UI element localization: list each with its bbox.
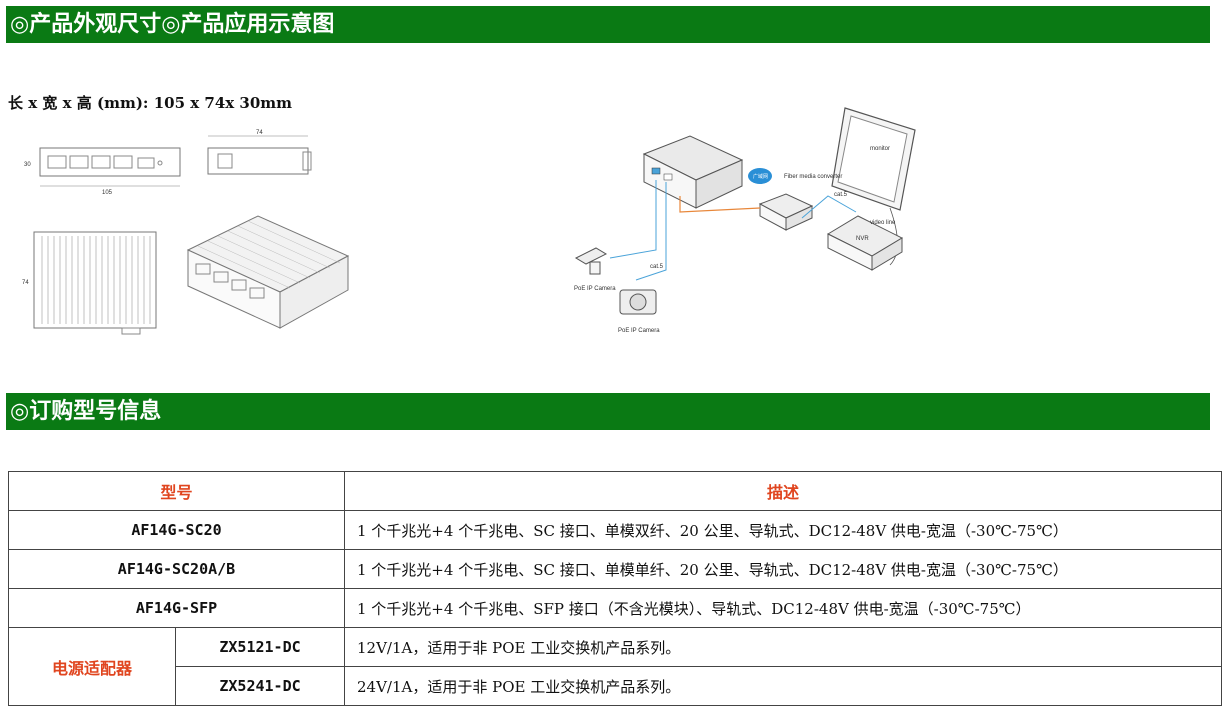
ordering-table: 型号 描述 AF14G-SC20 1 个千兆光+4 个千兆电、SC 接口、单模双… — [8, 471, 1222, 706]
description-cell: 24V/1A，适用于非 POE 工业交换机产品系列。 — [344, 666, 1222, 706]
width-label: 74 — [256, 130, 263, 136]
monitor-icon: monitor — [831, 107, 916, 266]
isometric-drawing — [186, 215, 350, 329]
switch-icon — [642, 135, 744, 209]
model-cell: AF14G-SC20 — [8, 510, 345, 550]
model-cell: ZX5241-DC — [175, 666, 345, 706]
fiber-converter-label: Fiber media converter — [784, 174, 842, 180]
model-cell: AF14G-SC20A/B — [8, 549, 345, 589]
length-label: 105 — [102, 190, 113, 196]
model-cell: ZX5121-DC — [175, 627, 345, 667]
power-adapter-label: 电源适配器 — [8, 627, 176, 706]
dimension-drawings: 105 30 74 74 — [22, 130, 350, 335]
table-header-row: 型号 描述 — [8, 471, 1222, 511]
cloud-label: 广域网 — [753, 173, 768, 180]
side-view-drawing: 74 — [207, 130, 312, 175]
ptz-camera-icon: PoE IP Camera — [574, 247, 616, 292]
top-view-drawing: 74 — [22, 231, 157, 335]
dimensions-text: 长 x 宽 x 高 (mm): 105 x 74x 30mm — [8, 94, 293, 112]
table-row: AF14G-SC20A/B 1 个千兆光+4 个千兆电、SC 接口、单模单纤、2… — [8, 549, 1222, 589]
header-model: 型号 — [8, 471, 345, 511]
table-row: 电源适配器 ZX5121-DC 12V/1A，适用于非 POE 工业交换机产品系… — [8, 627, 1222, 706]
height-label: 30 — [24, 162, 31, 168]
model-cell: AF14G-SFP — [8, 588, 345, 628]
cat5-upper-label: cat.5 — [834, 192, 848, 198]
ordering-section-banner: ◎订购型号信息 — [6, 393, 1210, 430]
video-line-label: video line — [870, 220, 896, 226]
table-row: AF14G-SC20 1 个千兆光+4 个千兆电、SC 接口、单模双纤、20 公… — [8, 510, 1222, 550]
front-view-drawing: 105 30 — [24, 147, 181, 196]
description-cell: 1 个千兆光+4 个千兆电、SFP 接口（不含光模块）、导轨式、DC12-48V… — [344, 588, 1222, 628]
cat5-lower-label: cat.5 — [650, 264, 664, 270]
camera2-label: PoE IP Camera — [618, 328, 660, 334]
fiber-converter-icon: Fiber media converter — [758, 174, 842, 231]
description-cell: 1 个千兆光+4 个千兆电、SC 接口、单模单纤、20 公里、导轨式、DC12-… — [344, 549, 1222, 589]
depth-label: 74 — [22, 280, 29, 286]
header-description: 描述 — [344, 471, 1222, 511]
application-diagram: monitor 广域网 Fiber media converter NVR ca… — [574, 107, 916, 334]
cloud-icon: 广域网 — [748, 168, 772, 184]
camera1-label: PoE IP Camera — [574, 286, 616, 292]
table-row: ZX5241-DC 24V/1A，适用于非 POE 工业交换机产品系列。 — [9, 666, 1222, 706]
table-row: AF14G-SFP 1 个千兆光+4 个千兆电、SFP 接口（不含光模块）、导轨… — [8, 588, 1222, 628]
description-cell: 1 个千兆光+4 个千兆电、SC 接口、单模双纤、20 公里、导轨式、DC12-… — [344, 510, 1222, 550]
nvr-icon: NVR — [826, 215, 904, 271]
monitor-label: monitor — [870, 146, 890, 152]
description-cell: 12V/1A，适用于非 POE 工业交换机产品系列。 — [344, 627, 1222, 667]
appearance-section-banner: ◎产品外观尺寸◎产品应用示意图 — [6, 6, 1210, 43]
nvr-label: NVR — [856, 236, 869, 242]
dslr-camera-icon: PoE IP Camera — [618, 289, 660, 334]
